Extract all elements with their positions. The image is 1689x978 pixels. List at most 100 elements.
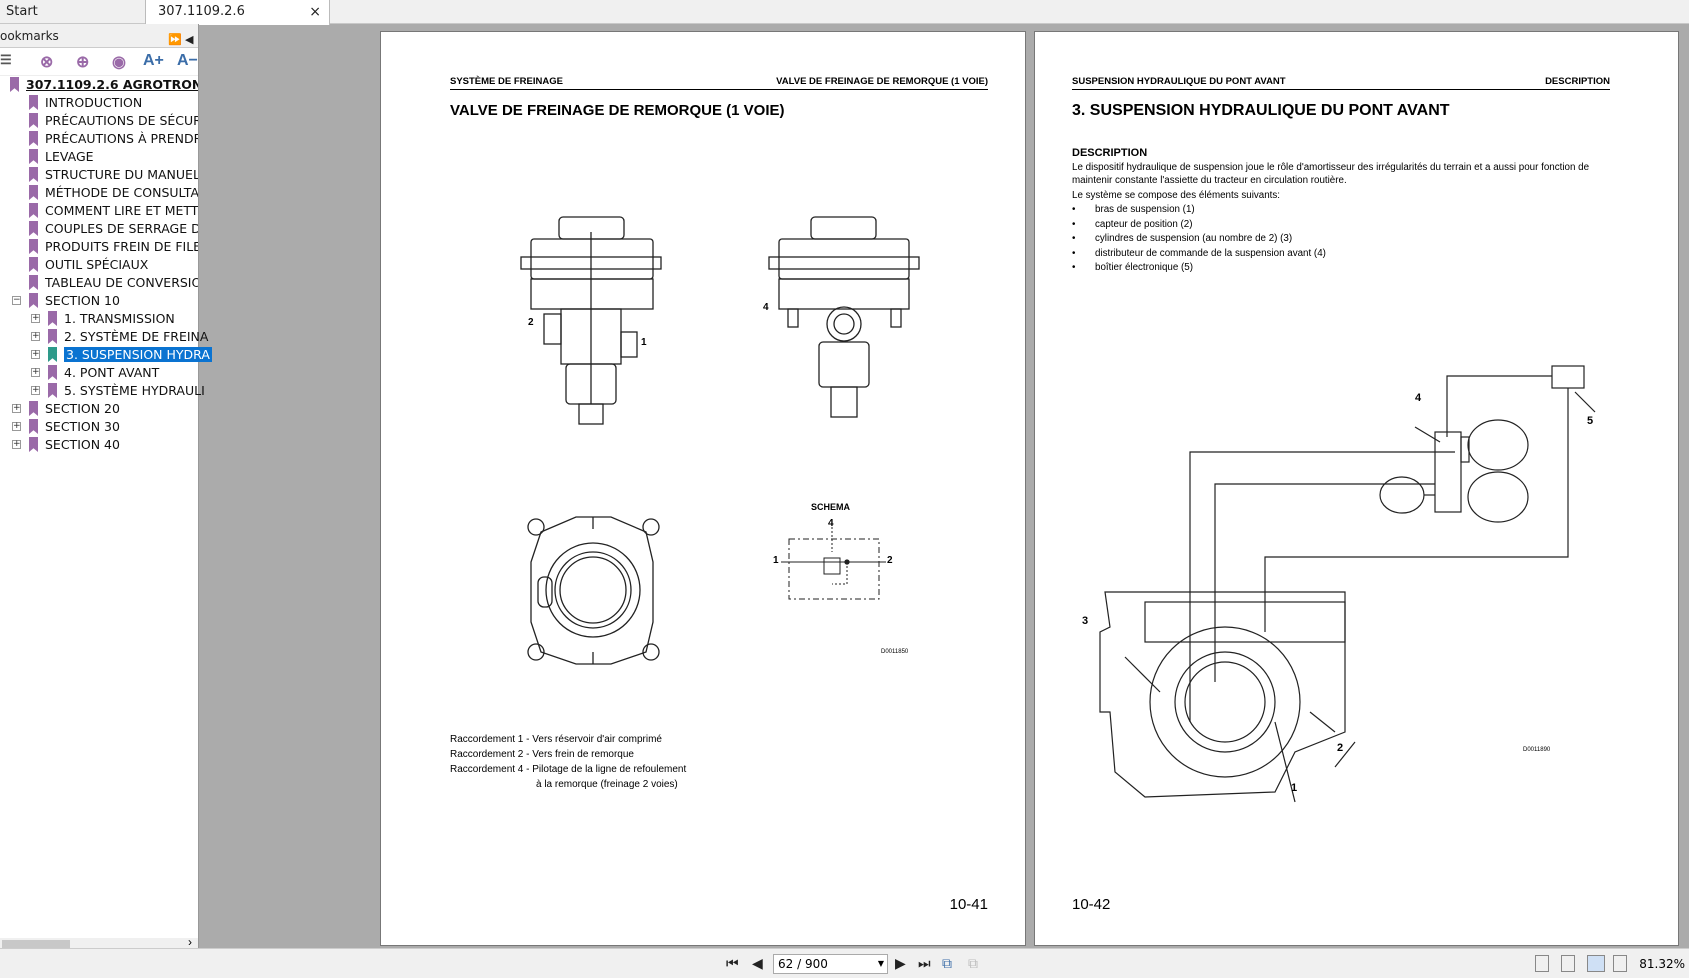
chevron-down-icon[interactable]: ▼ xyxy=(877,959,884,968)
expand-icon[interactable]: + xyxy=(31,385,40,395)
first-page-icon[interactable]: ⏮ xyxy=(726,955,739,971)
bookmark-item[interactable]: PRODUITS FREIN DE FILET xyxy=(29,238,198,256)
bookmark-delete-icon[interactable]: ⊗ xyxy=(40,54,54,71)
zoom-level[interactable]: 81.32% xyxy=(1639,957,1685,971)
scroll-right-icon[interactable]: › xyxy=(188,935,192,949)
bookmark-item[interactable]: + SECTION 20 xyxy=(12,400,198,418)
bookmark-item[interactable]: +SECTION 30 xyxy=(12,418,198,436)
callout-2: 2 xyxy=(1337,742,1344,754)
expand-icon[interactable]: + xyxy=(12,439,21,449)
valve-front-view xyxy=(768,216,920,418)
tab-start[interactable]: Start xyxy=(6,4,38,19)
caption-item: Raccordement 1 - Vers réservoir d'air co… xyxy=(450,732,686,747)
bookmark-icon xyxy=(29,131,38,146)
single-page-view-icon[interactable] xyxy=(1535,955,1549,972)
bookmark-item[interactable]: MÉTHODE DE CONSULTAT xyxy=(29,184,198,202)
bookmark-item[interactable]: +4. PONT AVANT xyxy=(31,364,198,382)
bookmark-label: 5. SYSTÈME HYDRAULI xyxy=(64,383,205,398)
bookmark-icon xyxy=(29,221,38,236)
caption-item: Raccordement 4 - Pilotage de la ligne de… xyxy=(450,762,686,777)
bookmark-item[interactable]: +5. SYSTÈME HYDRAULI xyxy=(31,382,205,400)
bookmark-icon xyxy=(29,167,38,182)
previous-view-icon[interactable]: ⧉ xyxy=(942,955,952,971)
collapse-icon[interactable]: − xyxy=(12,295,21,305)
callout-2: 2 xyxy=(528,317,534,328)
bookmark-label: SECTION 20 xyxy=(45,401,120,416)
collapse-panel-icon[interactable]: ◀ xyxy=(185,33,194,46)
bookmark-item[interactable]: PRÉCAUTIONS DE SÉCURIT xyxy=(29,112,198,130)
bookmark-item[interactable]: OUTIL SPÉCIAUX xyxy=(29,256,198,274)
tab-document[interactable]: 307.1109.2.6× xyxy=(145,0,330,25)
bookmark-item[interactable]: INTRODUCTION xyxy=(29,94,198,112)
previous-page-icon[interactable]: ◀ xyxy=(752,955,763,971)
bookmark-item[interactable]: +1. TRANSMISSION xyxy=(31,310,198,328)
list-item: •bras de suspension (1) xyxy=(1072,203,1617,218)
bullet-icon: • xyxy=(1072,247,1076,259)
close-icon[interactable]: × xyxy=(309,4,321,20)
bookmark-item[interactable]: PRÉCAUTIONS À PRENDRE xyxy=(29,130,198,148)
page-title: 3. SUSPENSION HYDRAULIQUE DU PONT AVANT xyxy=(1072,102,1450,119)
description-para: Le dispositif hydraulique de suspension … xyxy=(1072,162,1590,186)
bookmark-icon xyxy=(29,419,38,434)
bookmark-item[interactable]: +3. SUSPENSION HYDRA xyxy=(31,346,212,364)
expand-icon[interactable]: + xyxy=(31,313,40,323)
last-page-icon[interactable]: ⏭ xyxy=(918,955,931,971)
bookmarks-toolbar: ☰ ⊗ ⊕ ◉ A+ A− xyxy=(0,48,198,76)
expand-icon[interactable]: + xyxy=(31,367,40,377)
list-item-text: boîtier électronique (5) xyxy=(1095,262,1194,273)
list-icon[interactable]: ☰ xyxy=(0,52,12,67)
page-number-field[interactable]: 62 / 900▼ xyxy=(773,954,888,974)
caption-text: Pilotage de la ligne de refoulement xyxy=(532,764,687,775)
header-right: DESCRIPTION xyxy=(1545,76,1610,87)
next-page-icon[interactable]: ▶ xyxy=(895,955,906,971)
bookmark-item[interactable]: STRUCTURE DU MANUEL xyxy=(29,166,198,184)
expand-all-icon[interactable]: ⏩ xyxy=(168,33,182,46)
schema-port-1: 1 xyxy=(773,555,779,566)
font-decrease-icon[interactable]: A− xyxy=(177,52,198,69)
bookmark-item[interactable]: 307.1109.2.6 AGROTRON 2 xyxy=(10,76,198,94)
bookmark-icon xyxy=(29,401,38,416)
two-page-view-icon[interactable] xyxy=(1587,955,1605,972)
horizontal-scrollbar[interactable]: › xyxy=(0,935,198,950)
bookmark-item[interactable]: −SECTION 10 xyxy=(12,292,198,310)
bookmark-label: 2. SYSTÈME DE FREINA xyxy=(64,329,209,344)
caption-list: Raccordement 1 - Vers réservoir d'air co… xyxy=(450,732,686,792)
bookmark-item[interactable]: +2. SYSTÈME DE FREINA xyxy=(31,328,208,346)
font-increase-icon[interactable]: A+ xyxy=(143,52,164,69)
expand-icon[interactable]: + xyxy=(31,349,40,359)
bullet-icon: • xyxy=(1072,262,1076,273)
bookmark-icon xyxy=(48,365,57,380)
callout-4: 4 xyxy=(763,302,769,313)
valve-side-view xyxy=(520,216,662,425)
header-right: VALVE DE FREINAGE DE REMORQUE (1 VOIE) xyxy=(776,76,988,87)
list-item-text: bras de suspension (1) xyxy=(1095,204,1195,215)
bookmark-label: TABLEAU DE CONVERSION xyxy=(45,275,198,290)
schema-diagram xyxy=(781,527,886,600)
bookmark-icon xyxy=(29,275,38,290)
caption-item: Raccordement 2 - Vers frein de remorque xyxy=(450,747,686,762)
bookmark-item[interactable]: TABLEAU DE CONVERSION xyxy=(29,274,198,292)
bookmark-add-icon[interactable]: ⊕ xyxy=(76,54,90,71)
bookmark-item[interactable]: +SECTION 40 xyxy=(12,436,198,454)
valve-bottom-view xyxy=(527,516,660,665)
bookmark-item[interactable]: COMMENT LIRE ET METTR xyxy=(29,202,198,220)
two-page-continuous-view-icon[interactable] xyxy=(1613,955,1627,972)
bookmark-goto-icon[interactable]: ◉ xyxy=(112,54,126,71)
caption-label: Raccordement 1 - xyxy=(450,734,530,745)
bookmark-item[interactable]: COUPLES DE SERRAGE DES xyxy=(29,220,198,238)
continuous-view-icon[interactable] xyxy=(1561,955,1575,972)
scrollbar-thumb[interactable] xyxy=(2,940,70,948)
bookmark-icon xyxy=(29,257,38,272)
expand-icon[interactable]: + xyxy=(12,421,21,431)
expand-icon[interactable]: + xyxy=(31,331,40,341)
tab-bar: Start 307.1109.2.6× xyxy=(0,0,1689,25)
callout-3: 3 xyxy=(1082,615,1089,627)
caption-text: Vers frein de remorque xyxy=(532,749,634,760)
suspension-diagram xyxy=(1099,365,1596,803)
bookmark-icon xyxy=(48,347,57,362)
list-item-text: distributeur de commande de la suspensio… xyxy=(1095,247,1326,259)
expand-icon[interactable]: + xyxy=(12,403,21,413)
list-item: • boîtier électronique (5) xyxy=(1072,261,1617,276)
bookmark-item[interactable]: LEVAGE xyxy=(29,148,198,166)
next-view-icon[interactable]: ⧉ xyxy=(968,955,978,971)
